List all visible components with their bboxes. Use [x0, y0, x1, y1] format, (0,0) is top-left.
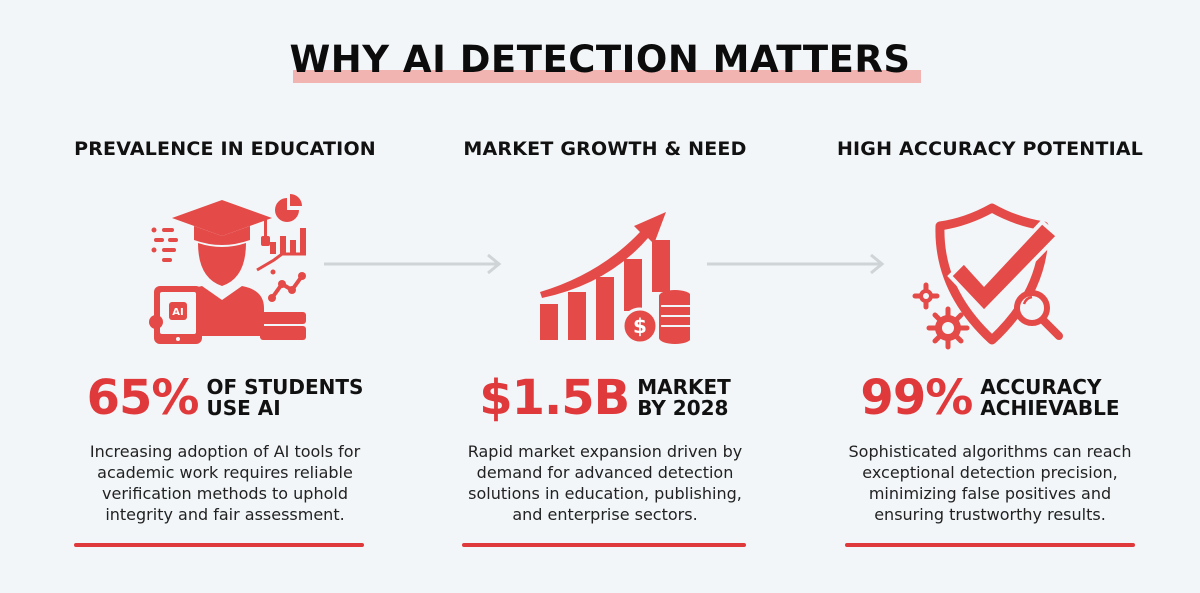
column-heading: HIGH ACCURACY POTENTIAL [836, 138, 1144, 160]
column-description: Increasing adoption of AI tools for acad… [40, 441, 410, 525]
arrow-right-icon [322, 252, 504, 280]
divider-line [845, 543, 1135, 547]
stat-label: ACCURACY ACHIEVABLE [980, 377, 1119, 419]
description-line: Sophisticated algorithms can reach [848, 442, 1132, 461]
svg-text:$: $ [633, 314, 647, 338]
title-block: WHY AI DETECTION MATTERS [0, 36, 1200, 84]
shield-check-magnifier-icon [912, 200, 1072, 354]
divider-line [74, 543, 364, 547]
stat-value: 99% [860, 370, 973, 426]
stat-label-line: BY 2028 [637, 396, 729, 420]
description-line: Rapid market expansion driven by [467, 442, 743, 461]
column-accuracy: HIGH ACCURACY POTENTIAL 99% [820, 0, 1160, 593]
description-line: integrity and fair assessment. [105, 505, 345, 524]
stat-label: MARKET BY 2028 [637, 377, 731, 419]
column-description: Rapid market expansion driven by demand … [440, 441, 770, 525]
page-title: WHY AI DETECTION MATTERS [283, 36, 921, 84]
stat-label-line: MARKET [637, 375, 731, 399]
stat-block: 65% OF STUDENTS USE AI [40, 372, 410, 424]
svg-text:AI: AI [172, 307, 183, 318]
graduate-student-ai-tablet-icon: AI [132, 188, 307, 352]
description-line: verification methods to uphold [102, 484, 348, 503]
stat-label-line: OF STUDENTS [206, 375, 364, 399]
description-line: ensuring trustworthy results. [874, 505, 1106, 524]
growth-chart-coins-icon: $ [530, 192, 691, 351]
description-line: academic work requires reliable [97, 463, 353, 482]
stat-label-line: ACCURACY [980, 375, 1102, 399]
stat-value: $1.5B [479, 370, 630, 426]
stat-label: OF STUDENTS USE AI [206, 377, 363, 419]
page-title-text: WHY AI DETECTION MATTERS [289, 38, 911, 81]
description-line: solutions in education, publishing, [468, 484, 742, 503]
arrow-right-icon [705, 252, 887, 280]
column-heading: MARKET GROWTH & NEED [463, 138, 747, 160]
stat-block: 99% ACCURACY ACHIEVABLE [820, 372, 1160, 424]
stat-label-line: USE AI [206, 396, 281, 420]
stat-block: $1.5B MARKET BY 2028 [440, 372, 770, 424]
column-education: PREVALENCE IN EDUCATION [40, 0, 410, 593]
column-market: MARKET GROWTH & NEED $ $1. [440, 0, 770, 593]
description-line: Increasing adoption of AI tools for [89, 442, 361, 461]
description-line: exceptional detection precision, [862, 463, 1118, 482]
description-line: minimizing false positives and [868, 484, 1112, 503]
description-line: and enterprise sectors. [512, 505, 698, 524]
column-description: Sophisticated algorithms can reach excep… [820, 441, 1160, 525]
stat-value: 65% [86, 370, 200, 426]
stat-label-line: ACHIEVABLE [980, 396, 1120, 420]
divider-line [462, 543, 746, 547]
description-line: demand for advanced detection [476, 463, 734, 482]
title-highlight [293, 70, 921, 83]
column-heading: PREVALENCE IN EDUCATION [74, 138, 376, 160]
